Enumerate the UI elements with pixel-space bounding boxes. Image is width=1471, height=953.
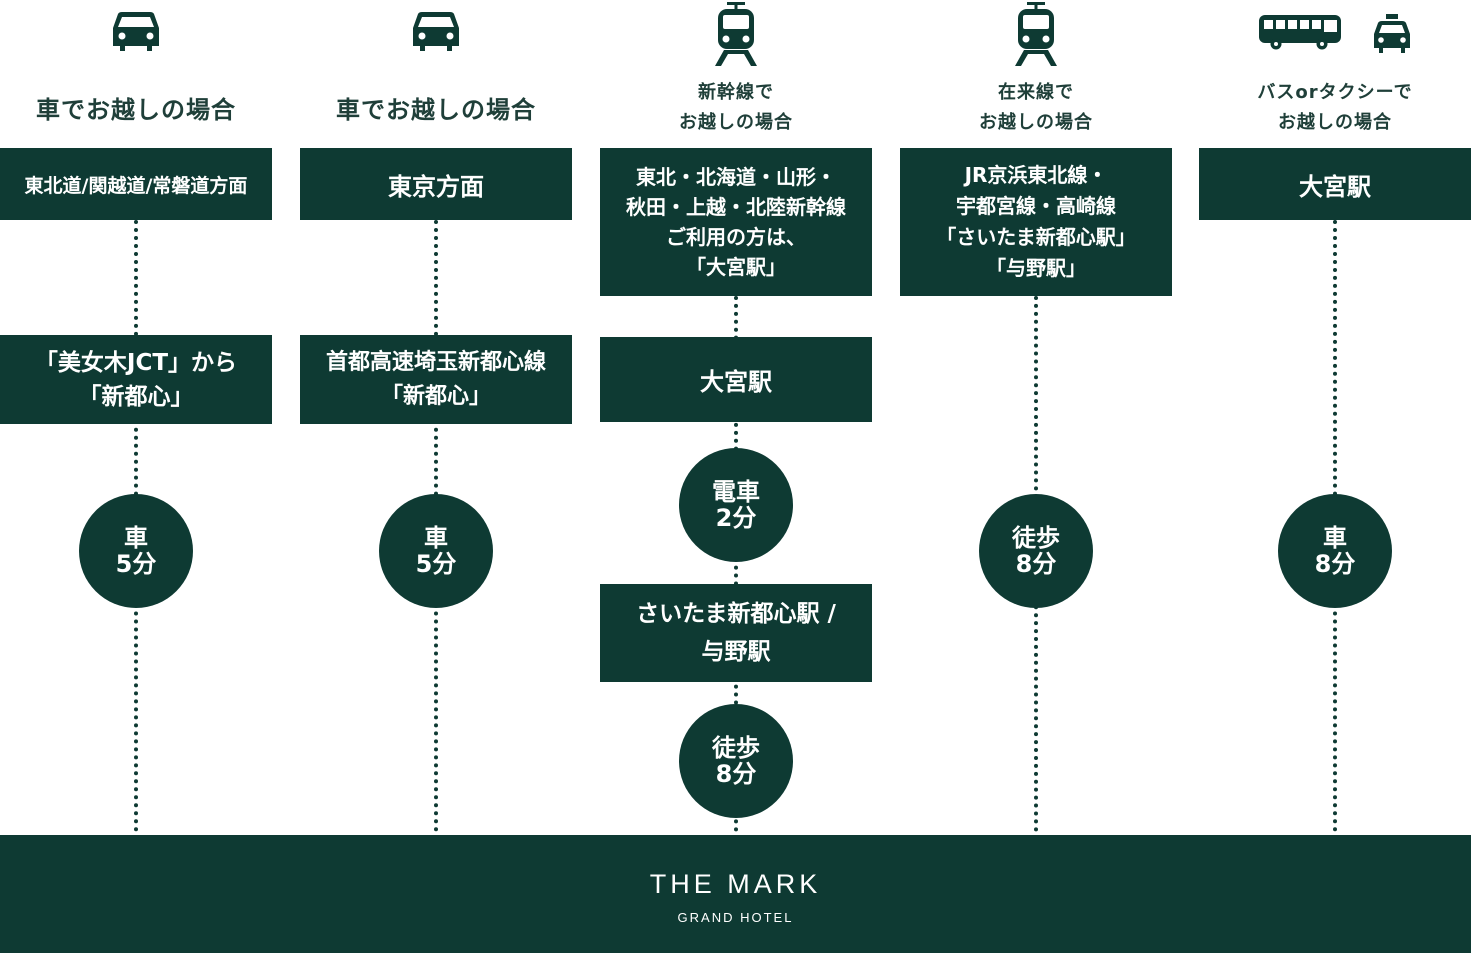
column-heading-line: お越しの場合	[1278, 112, 1392, 133]
column-icon	[600, 2, 872, 66]
route-column-shinkansen: 新幹線で お越しの場合 東北・北海道・山形・ 秋田・上越・北陸新幹線 ご利用の方…	[600, 0, 872, 835]
route-step-line: 宇都宮線・高崎線	[956, 194, 1116, 218]
route-step-line: 「新都心」	[380, 383, 491, 409]
column-heading: バスorタクシーで お越しの場合	[1199, 78, 1471, 138]
travel-time-circle: 徒歩 8分	[679, 704, 793, 818]
route-step-box: 東北・北海道・山形・ 秋田・上越・北陸新幹線 ご利用の方は、 「大宮駅」	[600, 148, 872, 296]
travel-duration: 8分	[1314, 550, 1356, 578]
car-icon	[409, 10, 463, 52]
route-step-line: 東京方面	[388, 172, 484, 201]
route-step-box: JR京浜東北線・ 宇都宮線・高崎線 「さいたま新都心駅」 「与野駅」	[900, 148, 1172, 296]
train-icon	[1014, 2, 1058, 66]
column-icon	[900, 2, 1172, 66]
route-step-line: 大宮駅	[1299, 172, 1371, 201]
column-heading-line: 車でお越しの場合	[336, 96, 536, 124]
travel-mode: 徒歩	[712, 734, 760, 762]
route-step-line: 「美女木JCT」から	[34, 349, 238, 376]
train-icon	[714, 2, 758, 66]
bus-icon	[1258, 14, 1342, 54]
column-heading: 車でお越しの場合	[0, 90, 272, 125]
route-step-line: さいたま新都心駅 /	[636, 601, 836, 627]
travel-time-circle: 車 5分	[379, 494, 493, 608]
column-heading: 車でお越しの場合	[300, 90, 572, 125]
route-column-bus-taxi: バスorタクシーで お越しの場合 大宮駅 車 8分	[1199, 0, 1471, 835]
hotel-logo-subtitle: GRAND HOTEL	[677, 910, 794, 925]
route-column-car-tohoku: 車でお越しの場合 東北道/関越道/常磐道方面 「美女木JCT」から 「新都心」 …	[0, 0, 272, 835]
travel-duration: 8分	[715, 760, 757, 788]
route-step-box: 大宮駅	[1199, 148, 1471, 220]
travel-time-circle: 電車 2分	[679, 448, 793, 562]
travel-duration: 2分	[715, 504, 757, 532]
route-step-line: 東北・北海道・山形・	[636, 165, 836, 189]
hotel-logo-name: THE MARK	[649, 869, 822, 899]
travel-duration: 8分	[1015, 550, 1057, 578]
column-icon	[300, 10, 572, 52]
travel-time-circle: 車 5分	[79, 494, 193, 608]
column-heading: 在来線で お越しの場合	[900, 78, 1172, 138]
route-step-line: ご利用の方は、	[666, 225, 806, 249]
travel-mode: 徒歩	[1012, 524, 1060, 552]
column-heading-line: お越しの場合	[679, 112, 793, 133]
route-dotted-line	[734, 296, 738, 832]
travel-mode: 電車	[712, 478, 760, 506]
travel-time-circle: 徒歩 8分	[979, 494, 1093, 608]
route-step-line: 「さいたま新都心駅」	[936, 225, 1136, 249]
hotel-destination-banner: THE MARK GRAND HOTEL	[0, 835, 1471, 953]
route-step-box: 首都高速埼玉新都心線 「新都心」	[300, 335, 572, 424]
column-heading-line: バスorタクシーで	[1257, 82, 1413, 103]
route-step-line: 与野駅	[701, 639, 771, 665]
taxi-icon	[1372, 14, 1412, 54]
route-step-box: 大宮駅	[600, 337, 872, 422]
travel-time-circle: 車 8分	[1278, 494, 1392, 608]
travel-mode: 車	[124, 524, 148, 552]
route-step-line: 「大宮駅」	[686, 255, 786, 279]
travel-mode: 車	[1323, 524, 1347, 552]
travel-duration: 5分	[115, 550, 157, 578]
route-step-box: 東京方面	[300, 148, 572, 220]
route-step-box: さいたま新都心駅 / 与野駅	[600, 584, 872, 682]
route-column-car-tokyo: 車でお越しの場合 東京方面 首都高速埼玉新都心線 「新都心」 車 5分	[300, 0, 572, 835]
column-heading-line: お越しの場合	[979, 112, 1093, 133]
route-step-box: 「美女木JCT」から 「新都心」	[0, 335, 272, 424]
route-step-box: 東北道/関越道/常磐道方面	[0, 148, 272, 220]
travel-mode: 車	[424, 524, 448, 552]
column-icon	[1199, 14, 1471, 54]
column-heading-line: 在来線で	[998, 82, 1074, 103]
route-step-line: 大宮駅	[700, 368, 772, 396]
route-step-line: 首都高速埼玉新都心線	[325, 349, 546, 375]
route-step-line: 東北道/関越道/常磐道方面	[24, 174, 248, 197]
route-step-line: 「新都心」	[78, 383, 194, 410]
route-step-line: JR京浜東北線・	[964, 163, 1108, 187]
column-heading-line: 新幹線で	[698, 82, 774, 103]
car-icon	[109, 10, 163, 52]
column-heading: 新幹線で お越しの場合	[600, 78, 872, 138]
column-icon	[0, 10, 272, 52]
column-heading-line: 車でお越しの場合	[36, 96, 236, 124]
route-step-line: 「与野駅」	[986, 256, 1086, 280]
route-column-local-line: 在来線で お越しの場合 JR京浜東北線・ 宇都宮線・高崎線 「さいたま新都心駅」…	[900, 0, 1172, 835]
route-step-line: 秋田・上越・北陸新幹線	[626, 195, 846, 219]
travel-duration: 5分	[415, 550, 457, 578]
